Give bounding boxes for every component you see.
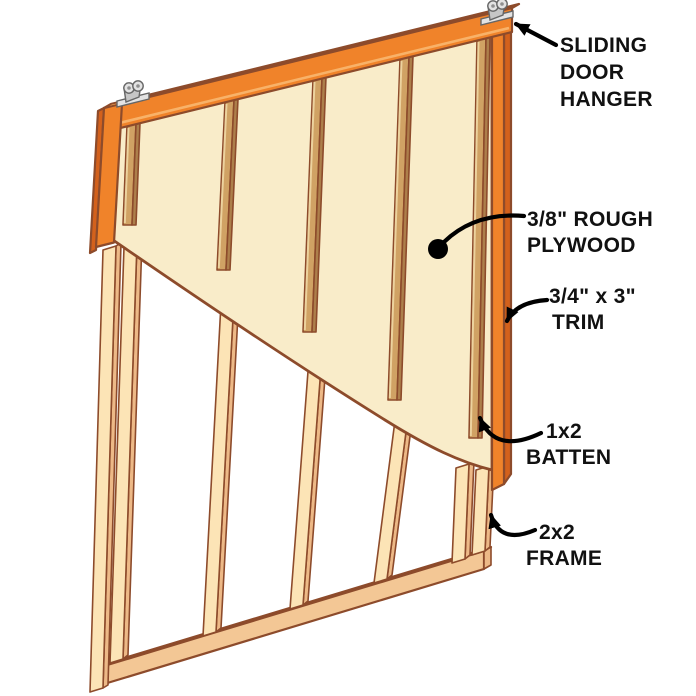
plywood-callout-dot [428,239,448,259]
hanger-label-line1: SLIDING [560,34,647,57]
hanger-callout-arrow [513,21,559,48]
trim-label-line1: 3/4" x 3" [549,285,636,308]
trim-right-vertical [490,20,513,492]
batten [302,76,327,333]
frame-stud [89,242,122,693]
plywood-callout-line [441,213,527,245]
plywood-label-line2: PLYWOOD [527,234,636,257]
trim-top-horizontal [102,2,521,134]
frame-label-line1: 2x2 [539,521,575,544]
plywood-label-line1: 3/8" ROUGH [527,208,653,231]
frame-stud [471,462,495,556]
frame-label-line2: FRAME [526,547,602,570]
batten-callout-arrow [477,415,544,444]
hanger-label-line3: HANGER [560,88,653,111]
frame-stud [451,460,475,564]
batten-label-line1: 1x2 [546,420,582,443]
hanger-label-line2: DOOR [560,61,624,84]
callout-labels: SLIDING DOOR HANGER 3/8" ROUGH PLYWOOD 3… [526,34,653,570]
batten-label-line2: BATTEN [526,446,611,469]
trim-callout-arrow [504,297,550,324]
callout-arrows [428,21,559,538]
trim-label-line2: TRIM [552,311,605,334]
frame-callout-arrow [488,512,538,538]
